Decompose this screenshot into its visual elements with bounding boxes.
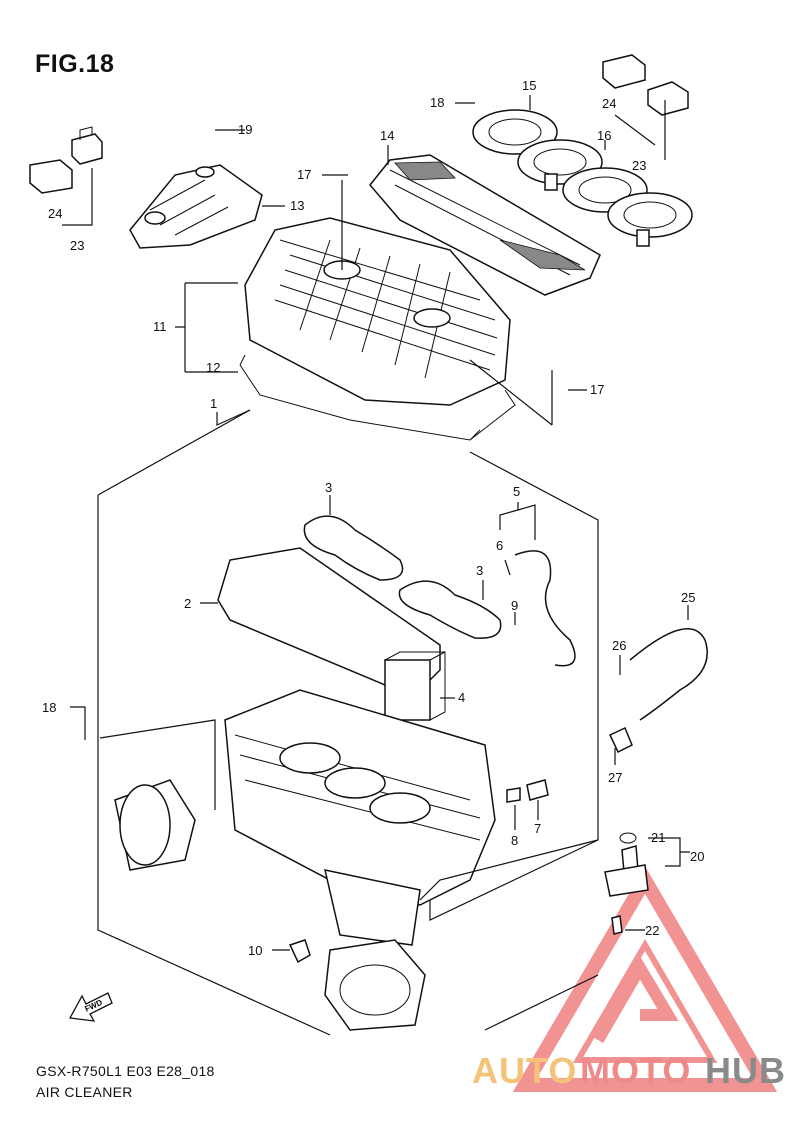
callout-25: 25 — [681, 590, 695, 605]
callout-labels: 1 2 3 3 4 5 6 7 8 9 10 11 12 13 14 15 16… — [42, 78, 704, 958]
callout-18-top: 18 — [430, 95, 444, 110]
intake-cover-part-14 — [369, 154, 601, 296]
air-filter-part-2 — [217, 547, 441, 691]
fwd-arrow-icon: FWD — [68, 992, 113, 1022]
drain-plug-part-20 — [604, 832, 649, 935]
callout-13: 13 — [290, 198, 304, 213]
callout-6: 6 — [496, 538, 503, 553]
watermark-text: AUTO MOTO HUB — [472, 1050, 786, 1091]
velocity-stacks-part-15-16 — [472, 109, 693, 247]
sensor-connector-right — [602, 54, 689, 116]
callout-1: 1 — [210, 396, 217, 411]
figure-title: FIG.18 — [35, 50, 115, 78]
callout-3-lower: 3 — [476, 563, 483, 578]
callout-21: 21 — [651, 830, 665, 845]
callout-5: 5 — [513, 484, 520, 499]
callout-20: 20 — [690, 849, 704, 864]
gasket-part-12 — [239, 354, 516, 441]
callout-7: 7 — [534, 821, 541, 836]
hoses — [506, 550, 708, 803]
pad-part-4 — [384, 651, 446, 721]
callout-2: 2 — [184, 596, 191, 611]
watermark-part-moto: MOTO — [580, 1050, 691, 1091]
callout-23-left: 23 — [70, 238, 84, 253]
callout-24-right: 24 — [602, 96, 616, 111]
seals-part-3 — [303, 515, 502, 639]
callout-27: 27 — [608, 770, 622, 785]
callout-8: 8 — [511, 833, 518, 848]
watermark-logo — [512, 866, 778, 1092]
callout-10: 10 — [248, 943, 262, 958]
model-code: GSX-R750L1 E03 E28_018 — [36, 1063, 215, 1079]
callout-18-left: 18 — [42, 700, 56, 715]
watermark-part-auto: AUTO — [472, 1050, 577, 1091]
callout-9: 9 — [511, 598, 518, 613]
callout-16: 16 — [597, 128, 611, 143]
callout-3-upper: 3 — [325, 480, 332, 495]
callout-4: 4 — [458, 690, 465, 705]
callout-11: 11 — [153, 319, 167, 334]
callout-24-left: 24 — [48, 206, 62, 221]
airbox-lid-part-11 — [244, 217, 511, 406]
funnel-duct — [288, 939, 426, 1031]
callout-12: 12 — [206, 360, 220, 375]
callout-26: 26 — [612, 638, 626, 653]
sensor-connector-left — [29, 126, 103, 194]
callout-19: 19 — [238, 122, 252, 137]
watermark-part-hub: HUB — [705, 1050, 786, 1091]
callout-23-right: 23 — [632, 158, 646, 173]
leader-lines — [62, 95, 690, 951]
callout-15: 15 — [522, 78, 536, 93]
callout-17-upper: 17 — [297, 167, 311, 182]
part-group-name: AIR CLEANER — [36, 1084, 133, 1100]
callout-17-right: 17 — [590, 382, 604, 397]
bracket-part-13 — [129, 164, 263, 249]
callout-22: 22 — [645, 923, 659, 938]
callout-14: 14 — [380, 128, 394, 143]
lower-airbox-part-1 — [114, 689, 496, 946]
